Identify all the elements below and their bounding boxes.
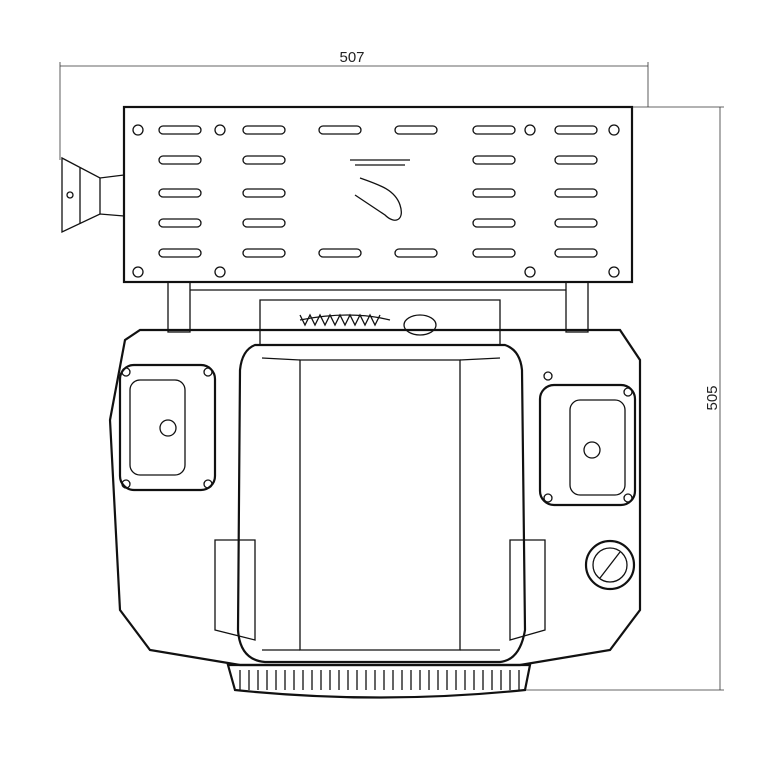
vent-slot xyxy=(394,248,438,258)
height-label: 505 xyxy=(704,385,721,410)
vent-slot xyxy=(158,155,202,165)
vent-slot xyxy=(554,125,598,135)
vent-slot xyxy=(554,218,598,228)
oil-filler-cap xyxy=(584,539,636,591)
vent-slot xyxy=(554,248,598,258)
vent-slot xyxy=(242,155,286,165)
engine-body xyxy=(108,328,642,667)
vent-slot xyxy=(158,248,202,258)
muffler-brackets xyxy=(167,281,589,333)
bolt-icon xyxy=(524,124,536,136)
left-cylinder-head xyxy=(118,363,217,492)
vent-slot xyxy=(318,248,362,258)
vent-slot xyxy=(472,188,516,198)
vent-slot xyxy=(158,218,202,228)
bolt-icon xyxy=(132,266,144,278)
vent-slot xyxy=(158,125,202,135)
vent-slot xyxy=(554,155,598,165)
vent-slot xyxy=(554,188,598,198)
vent-slot xyxy=(242,248,286,258)
vent-slot xyxy=(242,188,286,198)
vent-slot xyxy=(472,218,516,228)
muffler xyxy=(61,105,634,284)
vent-slot xyxy=(318,125,362,135)
bolt-icon xyxy=(524,266,536,278)
vent-slot xyxy=(394,125,438,135)
bolt-icon xyxy=(214,266,226,278)
width-dimension: 507 xyxy=(59,49,649,160)
vent-slot xyxy=(472,248,516,258)
bolt-icon xyxy=(608,266,620,278)
vent-slot xyxy=(472,155,516,165)
width-label: 507 xyxy=(339,49,364,66)
bolt-icon xyxy=(132,124,144,136)
bolt-icon xyxy=(214,124,226,136)
vent-slot xyxy=(242,125,286,135)
bolt-icon xyxy=(608,124,620,136)
vent-slot xyxy=(242,218,286,228)
flywheel-screen xyxy=(226,663,532,699)
right-cylinder-head xyxy=(538,371,637,507)
governor-linkage xyxy=(259,299,501,346)
vent-slot xyxy=(158,188,202,198)
vent-slot xyxy=(472,125,516,135)
height-dimension: 505 xyxy=(520,106,724,691)
